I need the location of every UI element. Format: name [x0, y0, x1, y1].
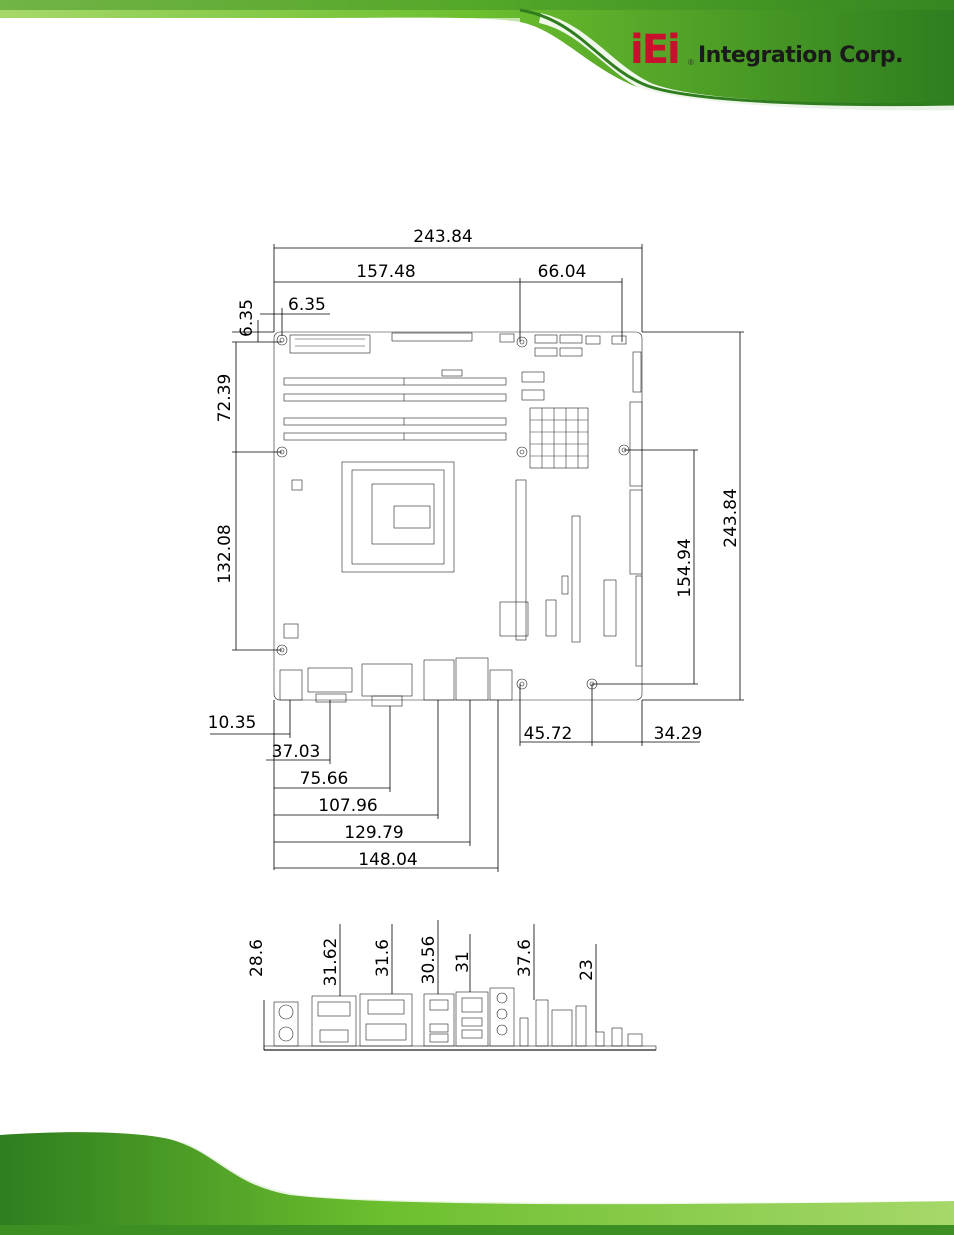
dim-io-offset-1: 10.35 — [208, 713, 257, 733]
logo-registered: ® — [688, 58, 694, 67]
footer-banner — [0, 1131, 954, 1235]
dim-io-height-6: 37.6 — [515, 939, 535, 977]
dim-left-hole-offset-x: 6.35 — [288, 295, 326, 315]
logo-mark: iEi — [630, 27, 681, 73]
dim-io-height-7: 23 — [577, 959, 597, 981]
dim-io-offset-3: 75.66 — [300, 769, 349, 789]
dimension-lines — [210, 244, 744, 872]
dim-io-offset-4: 107.96 — [318, 796, 377, 816]
dim-total-height: 243.84 — [721, 488, 741, 547]
side-view — [263, 987, 657, 1051]
dim-bottom-right-edge: 34.29 — [654, 724, 703, 744]
dim-top-hole-offset-y: 6.35 — [237, 299, 257, 337]
logo-text: Integration Corp. — [698, 43, 903, 68]
iei-logo: iEi ® Integration Corp. — [630, 28, 920, 78]
side-dimension-lines — [263, 920, 597, 1050]
dim-io-height-1: 28.6 — [247, 939, 267, 977]
dim-hole-a-to-hole-b: 66.04 — [538, 262, 587, 282]
dim-io-height-4: 30.56 — [419, 936, 439, 985]
dim-bottom-hole-gap: 45.72 — [524, 724, 573, 744]
dim-width-to-hole-a: 157.48 — [356, 262, 415, 282]
board-outline — [273, 331, 643, 701]
dim-right-hole-gap: 154.94 — [675, 538, 695, 597]
dim-io-height-5: 31 — [453, 951, 473, 973]
dim-io-offset-6: 148.04 — [358, 850, 417, 870]
dim-io-offset-2: 37.03 — [272, 742, 321, 762]
dim-left-hole-gap-2: 132.08 — [215, 524, 235, 583]
dim-total-width: 243.84 — [413, 227, 472, 247]
board-components — [279, 332, 643, 707]
dim-io-offset-5: 129.79 — [344, 823, 403, 843]
dim-io-height-2: 31.62 — [321, 938, 341, 987]
header-banner — [0, 0, 954, 114]
dim-io-height-3: 31.6 — [373, 939, 393, 977]
dim-left-hole-gap-1: 72.39 — [215, 374, 235, 423]
mounting-holes — [276, 334, 630, 690]
